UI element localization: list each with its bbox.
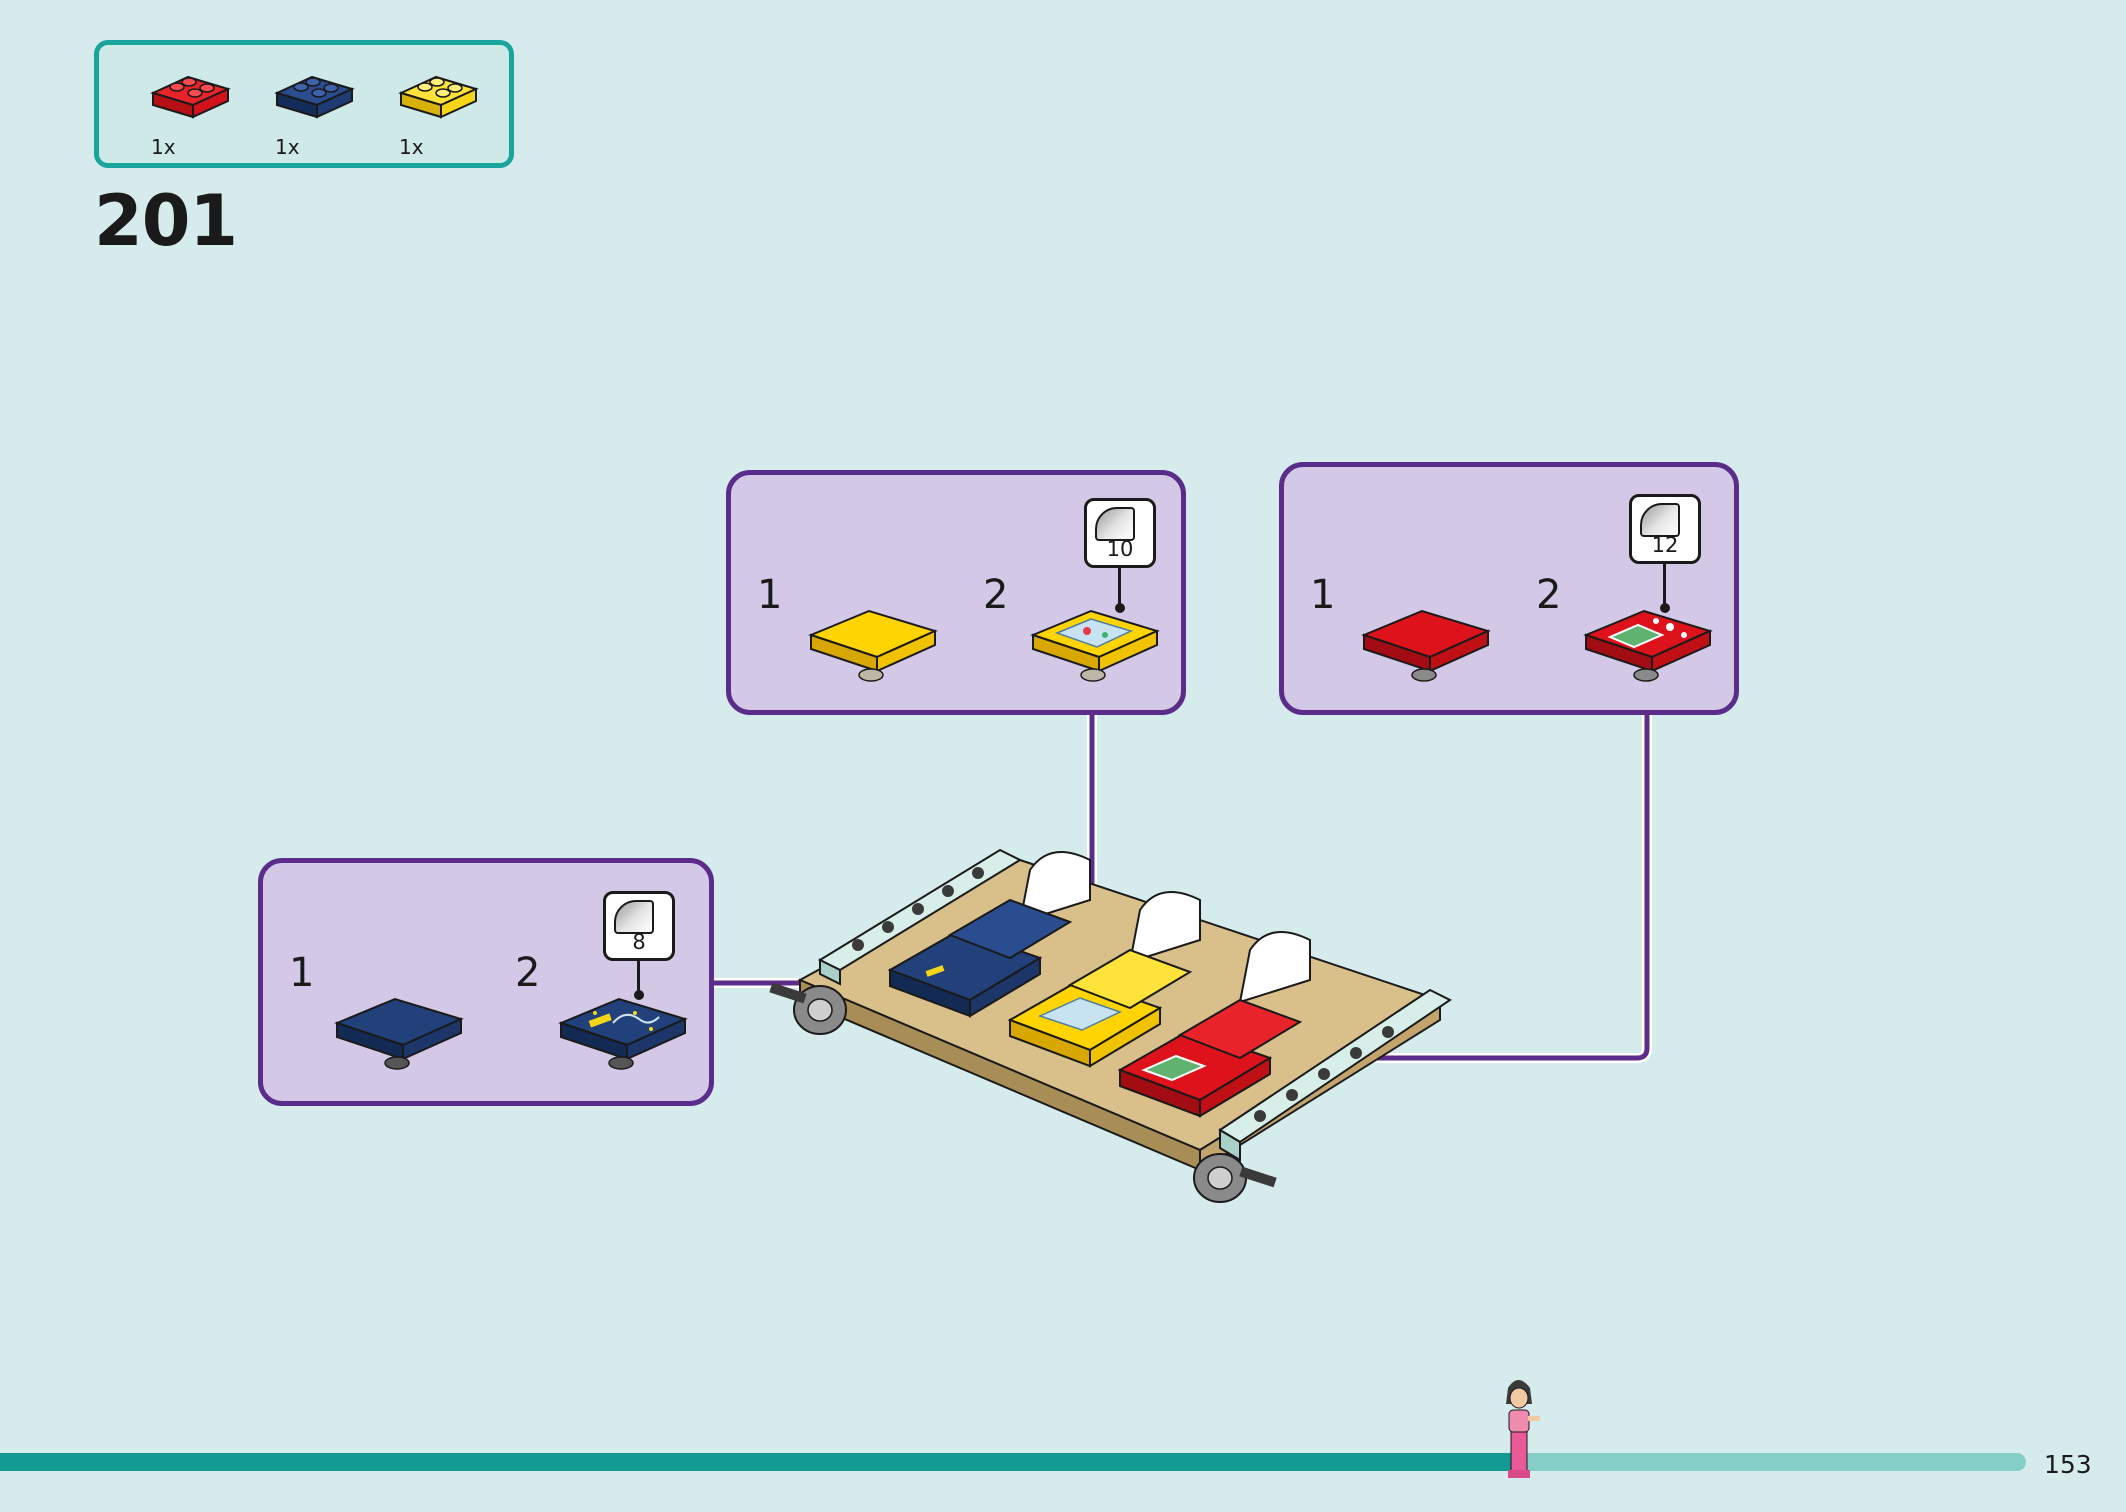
part-quantity: 1x: [399, 135, 424, 159]
substep-2-number: 2: [515, 950, 541, 996]
substep-1-number: 1: [1310, 572, 1336, 618]
progress-bar-fill: [0, 1453, 1520, 1471]
sticker-callout-12: 12: [1629, 494, 1701, 564]
red-printed-tile-icon: [1583, 609, 1713, 682]
substep-2-number: 2: [1536, 572, 1562, 618]
sticker-number: 12: [1651, 533, 1679, 557]
parts-list-box: 1x 1x 1x: [94, 40, 514, 168]
page-number: 153: [2044, 1450, 2092, 1479]
substep-1-number: 1: [289, 950, 315, 996]
sticker-number: 10: [1106, 537, 1134, 561]
subassembly-panel-blue: 1 2 8: [258, 858, 714, 1106]
main-model-assembly: [769, 848, 1452, 1203]
sticker-icon: [1095, 507, 1135, 541]
substep-2-number: 2: [983, 572, 1009, 618]
sticker-icon: [1640, 503, 1680, 537]
progress-bar: [0, 1453, 2026, 1471]
part-quantity: 1x: [151, 135, 176, 159]
blue-printed-tile-icon: [558, 997, 688, 1070]
yellow-printed-tile-icon: [1030, 609, 1160, 682]
sticker-callout-8: 8: [603, 891, 675, 961]
sticker-callout-10: 10: [1084, 498, 1156, 568]
part-blue-plate: 1x: [267, 63, 367, 163]
subassembly-panel-yellow: 1 2 10: [726, 470, 1186, 715]
part-red-plate: 1x: [143, 63, 243, 163]
sticker-icon: [614, 900, 654, 934]
substep-1-number: 1: [757, 572, 783, 618]
blue-2x2-plate-icon: [274, 75, 355, 119]
subassembly-panel-red: 1 2 12: [1279, 462, 1739, 715]
step-number: 201: [94, 180, 238, 262]
sticker-number: 8: [632, 930, 646, 954]
arrow-red-to-model: [1245, 712, 1650, 1058]
yellow-2x2-plate-icon: [398, 75, 479, 119]
part-yellow-plate: 1x: [391, 63, 491, 163]
part-quantity: 1x: [275, 135, 300, 159]
yellow-tile-icon: [808, 609, 938, 682]
minifigure-progress-marker-icon: [1506, 1380, 1540, 1478]
red-2x2-plate-icon: [150, 75, 231, 119]
blue-tile-icon: [334, 997, 464, 1070]
red-tile-icon: [1361, 609, 1491, 682]
